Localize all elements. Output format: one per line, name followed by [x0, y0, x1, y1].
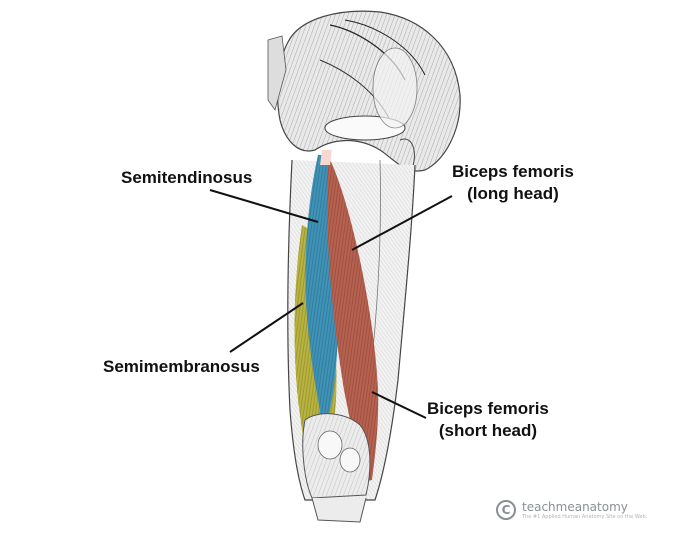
biceps-femoris-long-head-muscle [320, 150, 379, 482]
watermark-tagline: The #1 Applied Human Anatomy Site on the… [522, 513, 648, 520]
label-semitendinosus: Semitendinosus [121, 167, 252, 189]
label-semimembranosus: Semimembranosus [103, 356, 260, 378]
label-biceps-femoris-short-head: Biceps femoris (short head) [427, 398, 549, 442]
copyright-c-icon: C [496, 500, 516, 520]
label-biceps-long-line1: Biceps femoris [452, 162, 574, 181]
label-semitendinosus-text: Semitendinosus [121, 168, 253, 187]
label-biceps-short-line2: (short head) [438, 421, 538, 440]
gluteal-region-sketch [267, 10, 461, 172]
label-biceps-femoris-long-head: Biceps femoris (long head) [452, 161, 574, 205]
knee-region-sketch [302, 413, 371, 523]
leader-line-biceps-short [371, 391, 427, 419]
leader-line-biceps-long [351, 195, 453, 251]
watermark-brand: teachmeanatomy [522, 499, 628, 514]
watermark-text: teachmeanatomy The #1 Applied Human Anat… [522, 501, 647, 520]
watermark: C teachmeanatomy The #1 Applied Human An… [496, 500, 647, 520]
leader-line-semimembranosus [229, 302, 304, 353]
label-semimembranosus-text: Semimembranosus [103, 357, 260, 376]
label-biceps-short-line1: Biceps femoris [427, 399, 549, 418]
leader-line-semitendinosus [209, 189, 319, 223]
label-biceps-long-line2: (long head) [467, 184, 559, 203]
